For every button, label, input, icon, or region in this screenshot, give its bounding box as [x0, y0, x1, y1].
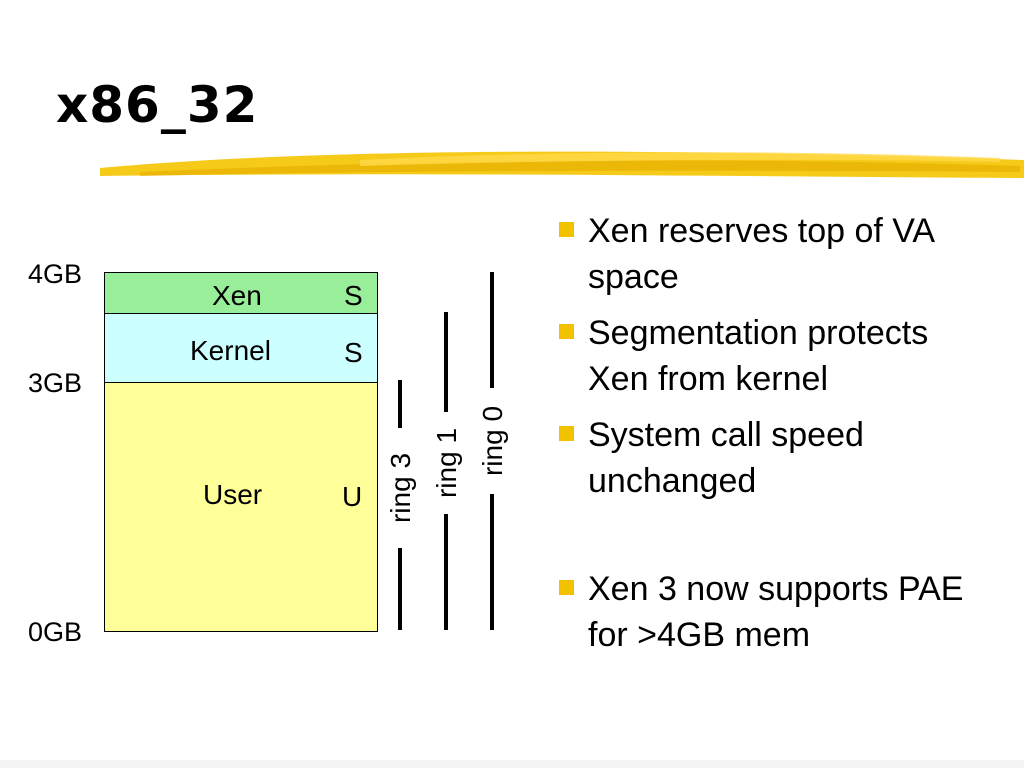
ring-1-label: ring 1 — [431, 428, 462, 498]
address-label-3gb: 3GB — [28, 368, 83, 398]
bullet-square-icon — [559, 580, 574, 595]
bullet-square-icon — [559, 222, 574, 237]
address-label-0gb: 0GB — [28, 617, 83, 647]
bullet-square-icon — [559, 324, 574, 339]
bullet-item: System call speed unchanged — [556, 412, 996, 504]
user-region-mode: U — [342, 481, 363, 512]
bullet-text: Xen 3 now supports PAE for >4GB mem — [588, 570, 964, 654]
slide-bottom-band — [0, 760, 1024, 768]
bullet-item: Xen 3 now supports PAE for >4GB mem — [556, 566, 996, 658]
ring-3-label: ring 3 — [385, 453, 416, 523]
slide-title: x86_32 — [56, 76, 259, 134]
bullet-square-icon — [559, 426, 574, 441]
bullet-item: Segmentation protects Xen from kernel — [556, 310, 996, 402]
bullet-list: Xen reserves top of VA space Segmentatio… — [556, 208, 996, 658]
xen-region-label: Xen — [212, 280, 262, 311]
user-region-label: User — [203, 479, 263, 510]
kernel-region-label: Kernel — [190, 335, 271, 366]
user-region — [104, 382, 378, 632]
xen-region-mode: S — [344, 280, 363, 311]
xen-region — [104, 272, 378, 314]
ring-0-label: ring 0 — [477, 406, 508, 476]
address-label-4gb: 4GB — [28, 259, 83, 289]
bullet-item: Xen reserves top of VA space — [556, 208, 996, 300]
title-underline-brush — [100, 151, 1024, 178]
kernel-region-mode: S — [344, 337, 363, 368]
bullet-text: Segmentation protects Xen from kernel — [588, 314, 929, 398]
bullet-text: System call speed unchanged — [588, 416, 864, 500]
bullet-text: Xen reserves top of VA space — [588, 212, 934, 296]
